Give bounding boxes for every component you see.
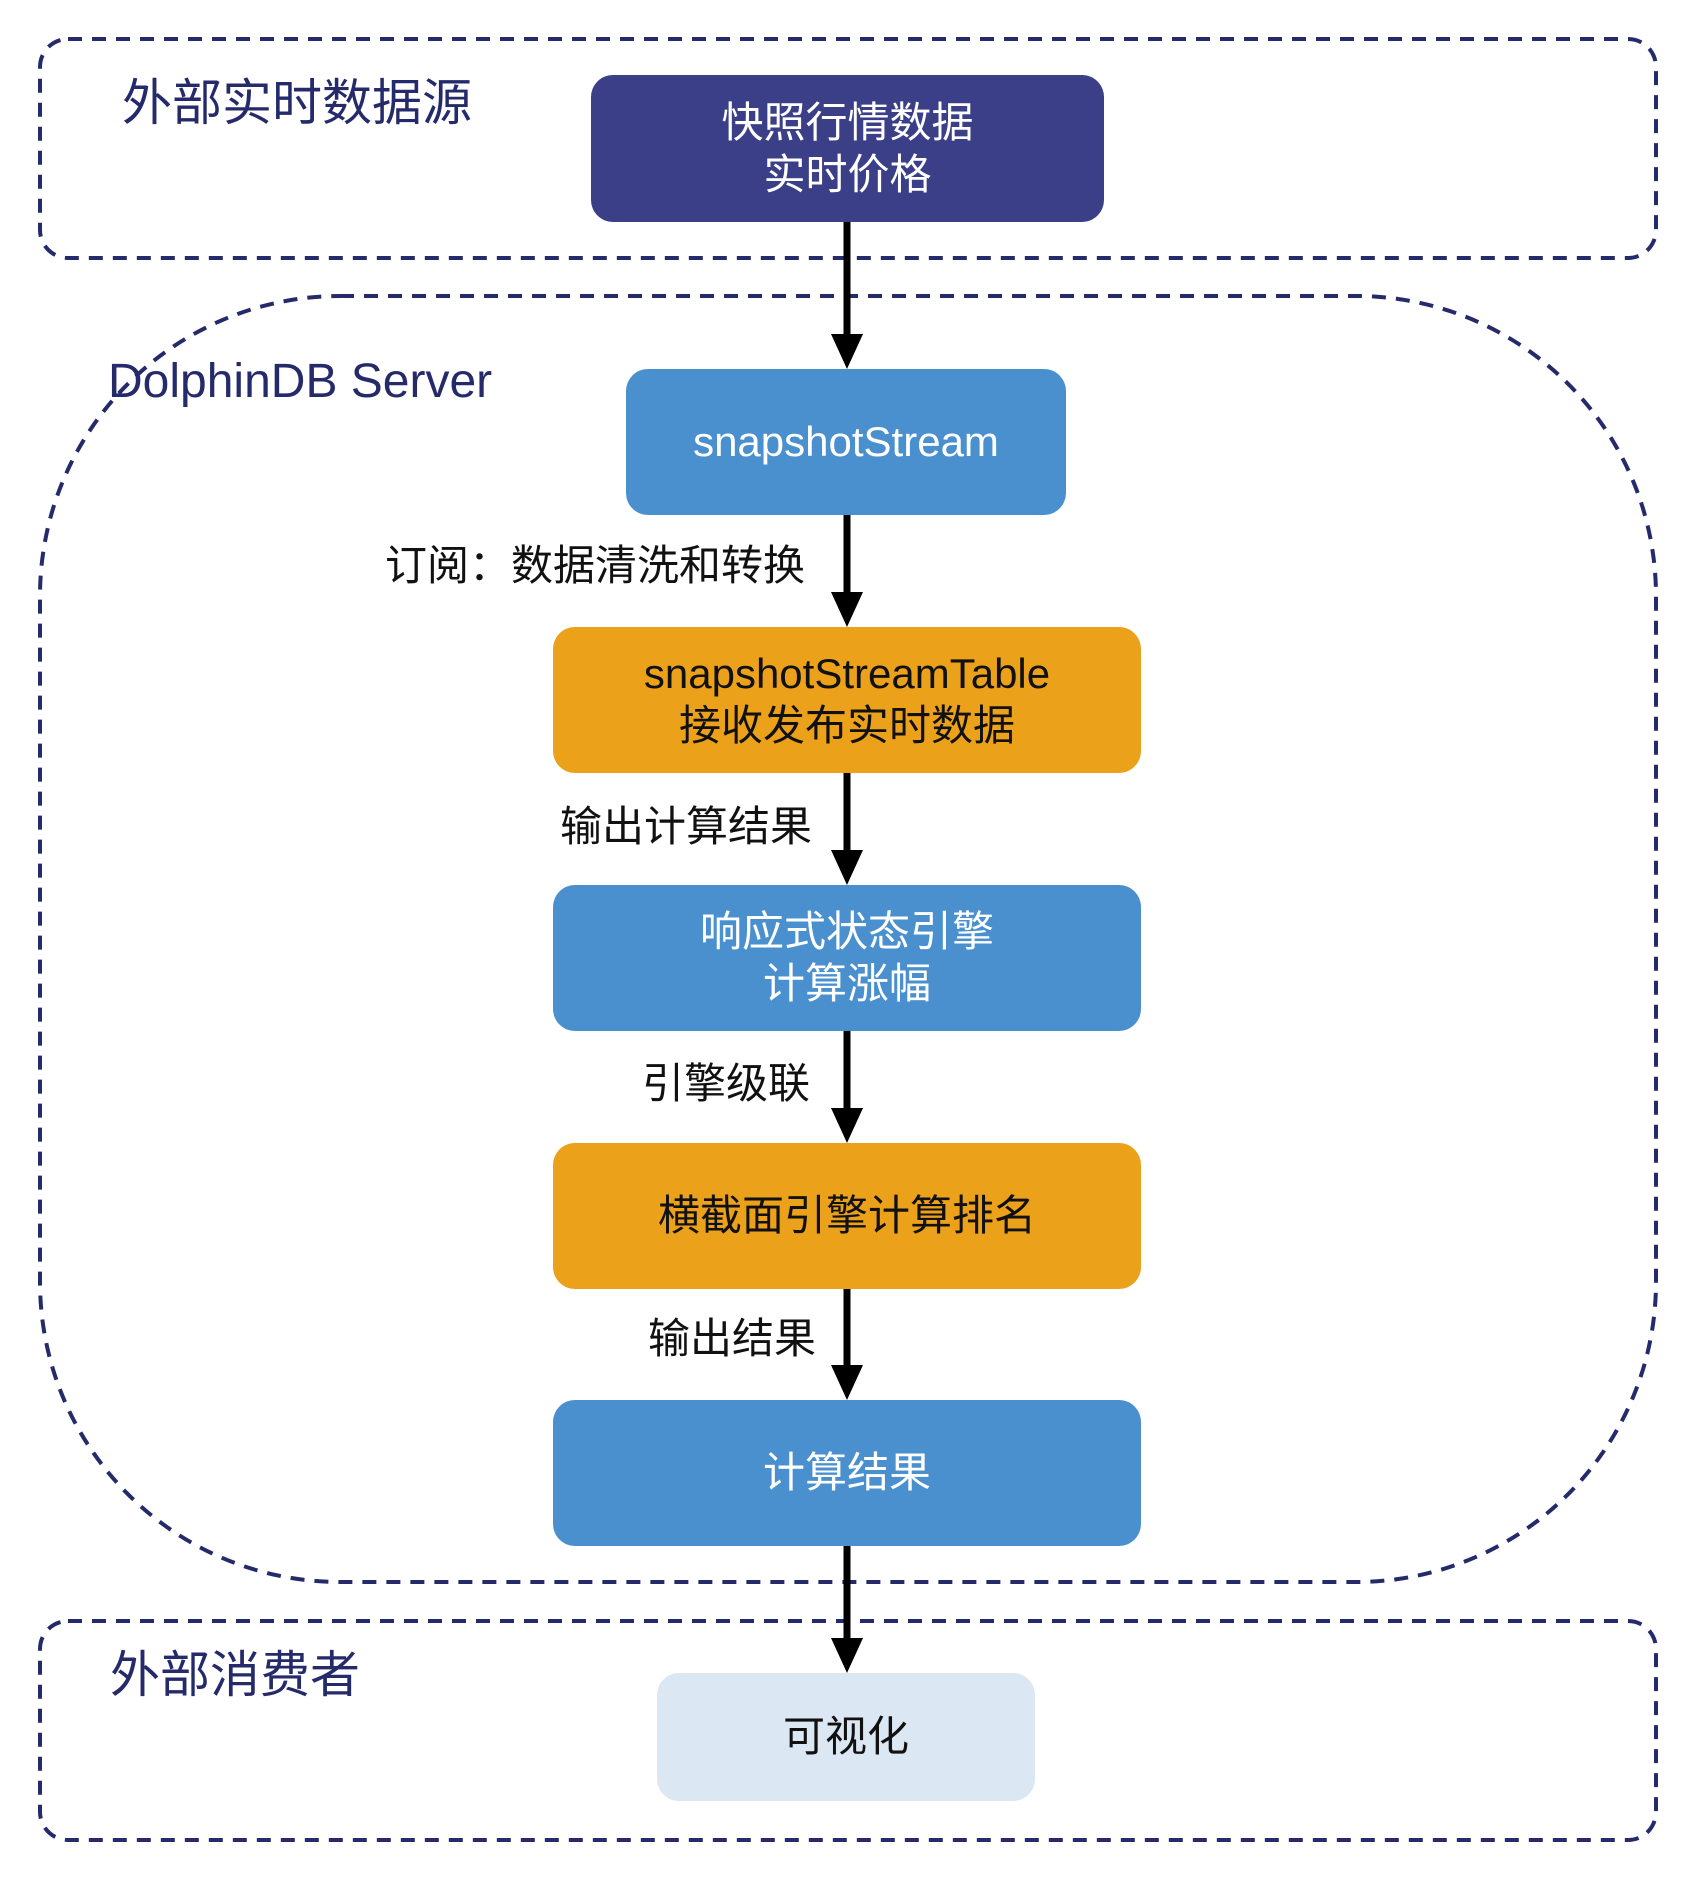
node-snapshot-source-line2: 实时价格	[763, 150, 932, 198]
arrow-result-to-visualization	[831, 1546, 863, 1673]
arrow-stream-to-table	[831, 515, 863, 627]
region-server-label: DolphinDB Server	[108, 355, 493, 408]
node-reactive-state-engine[interactable]: 响应式状态引擎 计算涨幅	[553, 885, 1141, 1031]
region-source-label: 外部实时数据源	[122, 75, 472, 131]
node-reactive-state-engine-line2: 计算涨幅	[762, 960, 931, 1007]
edge-label-cascade: 引擎级联	[642, 1060, 811, 1107]
node-snapshot-stream-table-line2: 接收发布实时数据	[678, 702, 1015, 749]
node-snapshot-stream-label: snapshotStream	[693, 418, 999, 465]
edge-label-output-result: 输出结果	[648, 1315, 817, 1362]
node-snapshot-source-line1: 快照行情数据	[721, 98, 974, 146]
node-calc-result-label: 计算结果	[762, 1449, 931, 1496]
node-snapshot-stream[interactable]: snapshotStream	[626, 369, 1066, 515]
arrow-reactive-to-crosssection	[831, 1031, 863, 1143]
node-reactive-state-engine-line1: 响应式状态引擎	[699, 908, 994, 955]
node-cross-sectional-engine-label: 横截面引擎计算排名	[657, 1192, 1036, 1239]
arrow-crosssection-to-result	[831, 1289, 863, 1400]
edge-label-output-calc: 输出计算结果	[560, 803, 813, 850]
arrow-source-to-stream	[831, 222, 863, 369]
edge-label-subscribe: 订阅：数据清洗和转换	[385, 542, 806, 589]
node-calc-result[interactable]: 计算结果	[553, 1400, 1141, 1546]
node-visualization-label: 可视化	[782, 1713, 909, 1760]
region-source-border	[38, 37, 1658, 260]
node-cross-sectional-engine[interactable]: 横截面引擎计算排名	[553, 1143, 1141, 1289]
node-snapshot-stream-table[interactable]: snapshotStreamTable 接收发布实时数据	[553, 627, 1141, 773]
region-consumer-label: 外部消费者	[110, 1647, 360, 1703]
node-visualization[interactable]: 可视化	[657, 1673, 1035, 1801]
arrow-table-to-reactive	[831, 773, 863, 885]
node-snapshot-source[interactable]: 快照行情数据 实时价格	[591, 75, 1104, 222]
node-snapshot-stream-table-line1: snapshotStreamTable	[643, 650, 1051, 697]
